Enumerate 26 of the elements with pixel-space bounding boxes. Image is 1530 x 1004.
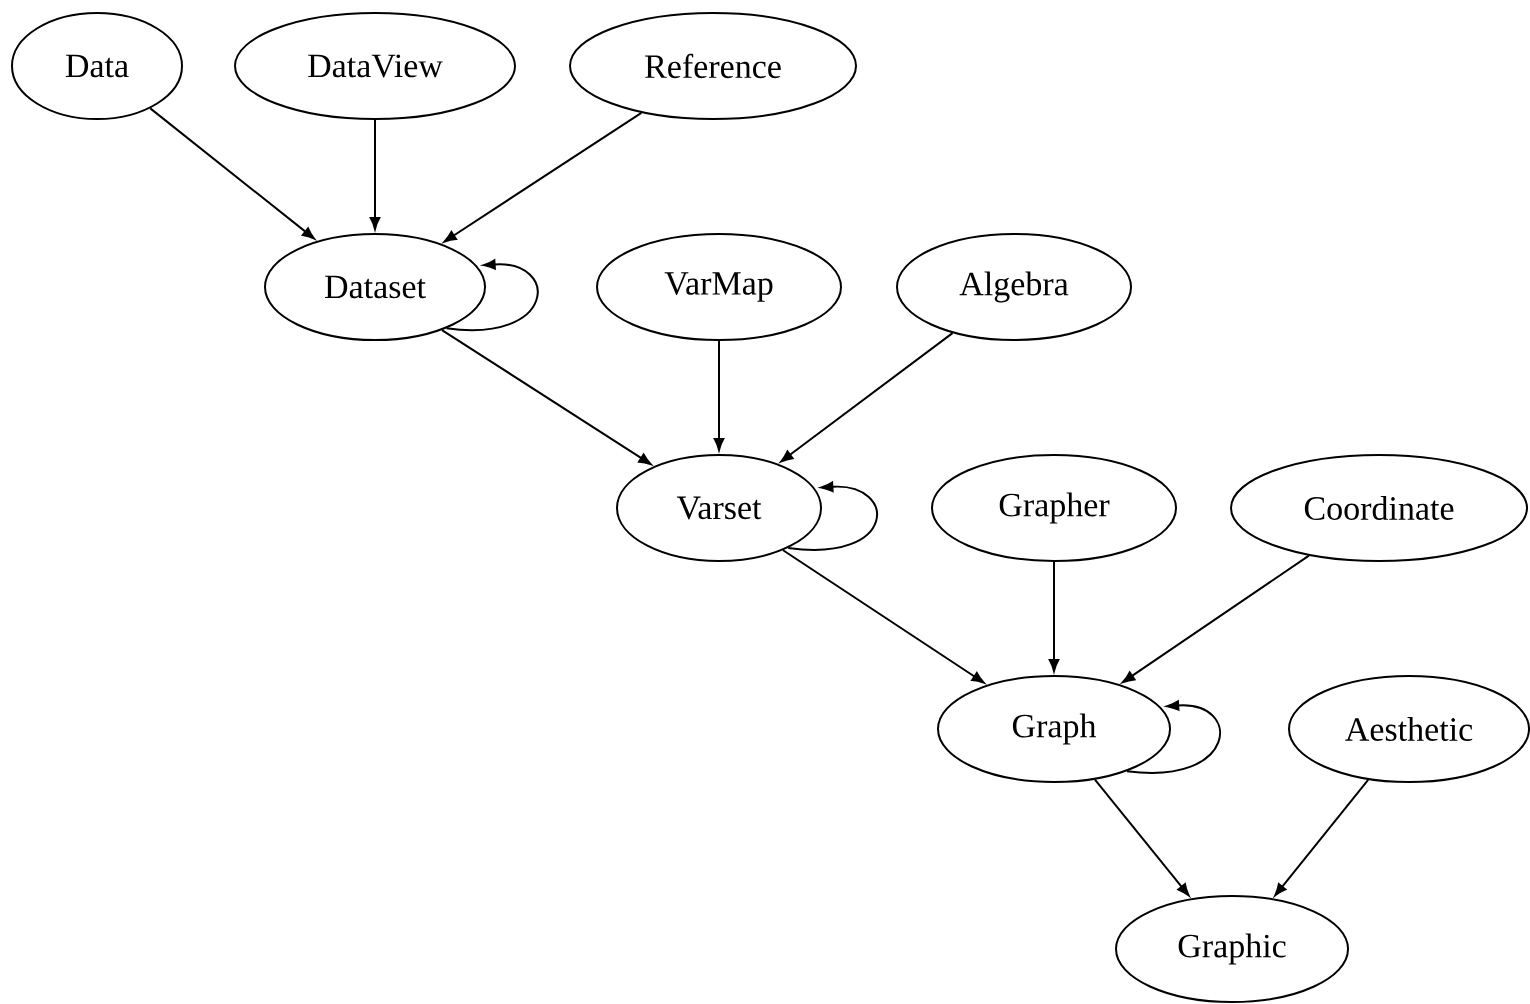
ellipse-node: Varset [616,454,822,562]
arrow [149,107,315,240]
ellipse-node: Aesthetic [1288,675,1530,783]
ellipse-node: Graph [937,675,1171,783]
arrow [445,259,539,332]
ellipse-node: Dataset [264,233,486,341]
arrow [787,481,878,551]
arrow [1093,778,1190,897]
ellipse-node: Graphic [1115,895,1349,1003]
arrow [780,332,954,463]
ellipse-node: VarMap [596,233,842,341]
ellipse-node: Coordinate [1230,454,1528,562]
arrow [443,111,643,243]
ellipse-node: Algebra [896,233,1132,341]
arrow [713,340,725,451]
ellipse-node: DataView [234,12,516,120]
arrow [1048,561,1060,672]
arrow [1122,554,1310,683]
ellipse-node: Data [11,12,183,120]
ellipse-node: Grapher [931,454,1177,562]
arrow [441,329,652,465]
arrow [782,549,985,684]
arrow [1274,778,1370,897]
arrow [369,119,381,230]
ellipse-node: Reference [569,12,857,120]
arrow [1126,700,1222,774]
